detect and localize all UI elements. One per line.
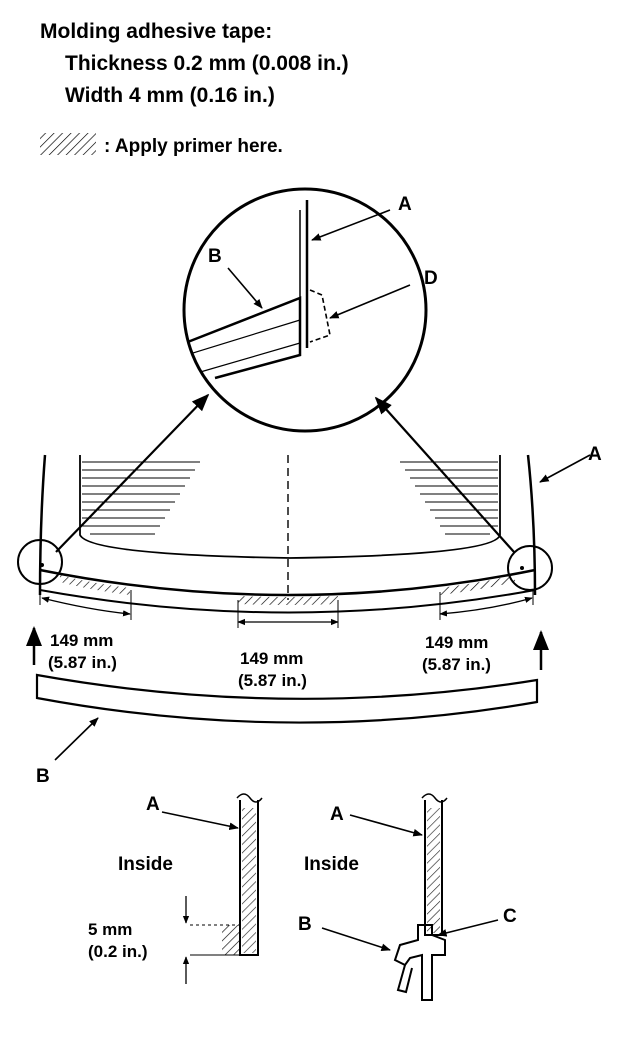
dim-center-in: (5.87 in.) (238, 671, 307, 690)
cross-section-left (161, 793, 263, 984)
dim-left-mm: 149 mm (50, 631, 113, 650)
callout-a-zoom: A (398, 194, 412, 215)
zoom-detail (182, 187, 428, 433)
callout-a-right-section: A (330, 804, 344, 825)
dim-center-mm: 149 mm (240, 649, 303, 668)
callout-b-strip: B (36, 766, 50, 787)
left-inside-label: Inside (118, 854, 173, 875)
callout-b-zoom: B (208, 246, 222, 267)
cross-section-right (321, 793, 499, 1001)
dim-gap-mm: 5 mm (88, 920, 132, 939)
dim-right-mm: 149 mm (425, 633, 488, 652)
primer-hatch-swatch (40, 133, 96, 155)
header-title: Molding adhesive tape: (40, 20, 272, 43)
callout-a-body: A (588, 444, 602, 465)
legend-text: : Apply primer here. (104, 136, 283, 157)
callout-d-zoom: D (424, 268, 438, 289)
dim-left-in: (5.87 in.) (48, 653, 117, 672)
dim-gap-in: (0.2 in.) (88, 942, 148, 961)
header-width: Width 4 mm (0.16 in.) (65, 84, 275, 107)
molding-strip (35, 673, 539, 761)
callout-c-right-section: C (503, 906, 517, 927)
dim-right-in: (5.87 in.) (422, 655, 491, 674)
callout-b-right-section: B (298, 914, 312, 935)
callout-a-left-section: A (146, 794, 160, 815)
rear-window (17, 393, 591, 670)
right-inside-label: Inside (304, 854, 359, 875)
header-thickness: Thickness 0.2 mm (0.008 in.) (65, 52, 349, 75)
